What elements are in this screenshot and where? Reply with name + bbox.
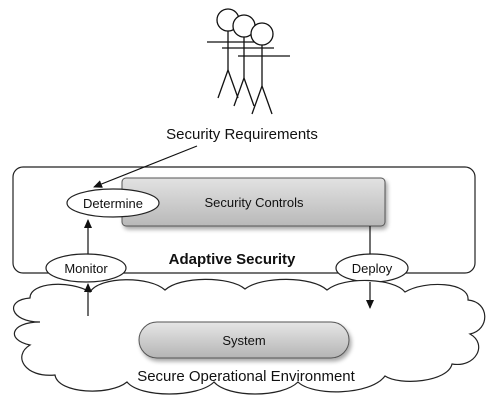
security-requirements-label: Security Requirements [166,126,318,143]
monitor-label: Monitor [64,261,108,276]
determine-label: Determine [83,196,143,211]
security-controls-label: Security Controls [205,195,304,210]
stakeholders-icon [207,8,290,115]
determine-node [66,188,160,218]
deploy-label: Deploy [352,261,393,276]
system-label: System [222,333,265,348]
secure-environment-label: Secure Operational Environment [137,368,355,385]
system-box [138,321,350,359]
adaptive-security-label: Adaptive Security [169,251,296,268]
requirements-to-determine-arrow [93,145,198,188]
monitor-node [45,253,127,283]
